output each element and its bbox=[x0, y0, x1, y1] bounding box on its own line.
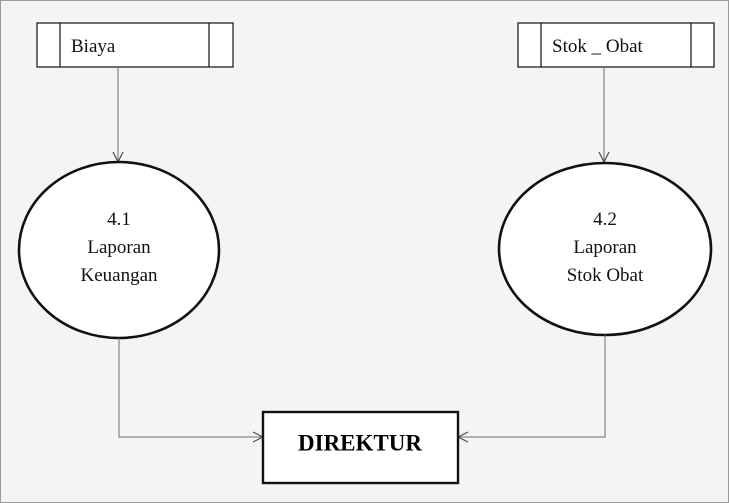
process-label-line1: Laporan bbox=[87, 237, 151, 258]
data-store-outer-box bbox=[517, 22, 715, 68]
process-4-1: 4.1 Laporan Keuangan bbox=[17, 160, 221, 340]
process-number: 4.2 bbox=[593, 209, 617, 230]
data-store-stok-obat: Stok _ Obat bbox=[517, 22, 715, 68]
entity-box bbox=[261, 410, 460, 485]
entity-direktur: DIREKTUR bbox=[261, 410, 460, 485]
data-store-biaya: Biaya bbox=[36, 22, 234, 68]
entity-label: DIREKTUR bbox=[298, 430, 422, 455]
process-label-line2: Keuangan bbox=[80, 265, 158, 286]
flow-arrow-4-2-to-direktur bbox=[458, 335, 606, 437]
process-number: 4.1 bbox=[107, 209, 131, 230]
process-label-line1: Laporan bbox=[573, 237, 637, 258]
data-store-label-biaya: Biaya bbox=[71, 36, 116, 57]
data-store-label-stok-obat: Stok _ Obat bbox=[552, 36, 644, 57]
process-4-2: 4.2 Laporan Stok Obat bbox=[497, 161, 713, 337]
data-store-outer-box bbox=[36, 22, 234, 68]
flow-arrow-4-1-to-direktur bbox=[118, 338, 263, 437]
process-label-line2: Stok Obat bbox=[567, 265, 644, 286]
